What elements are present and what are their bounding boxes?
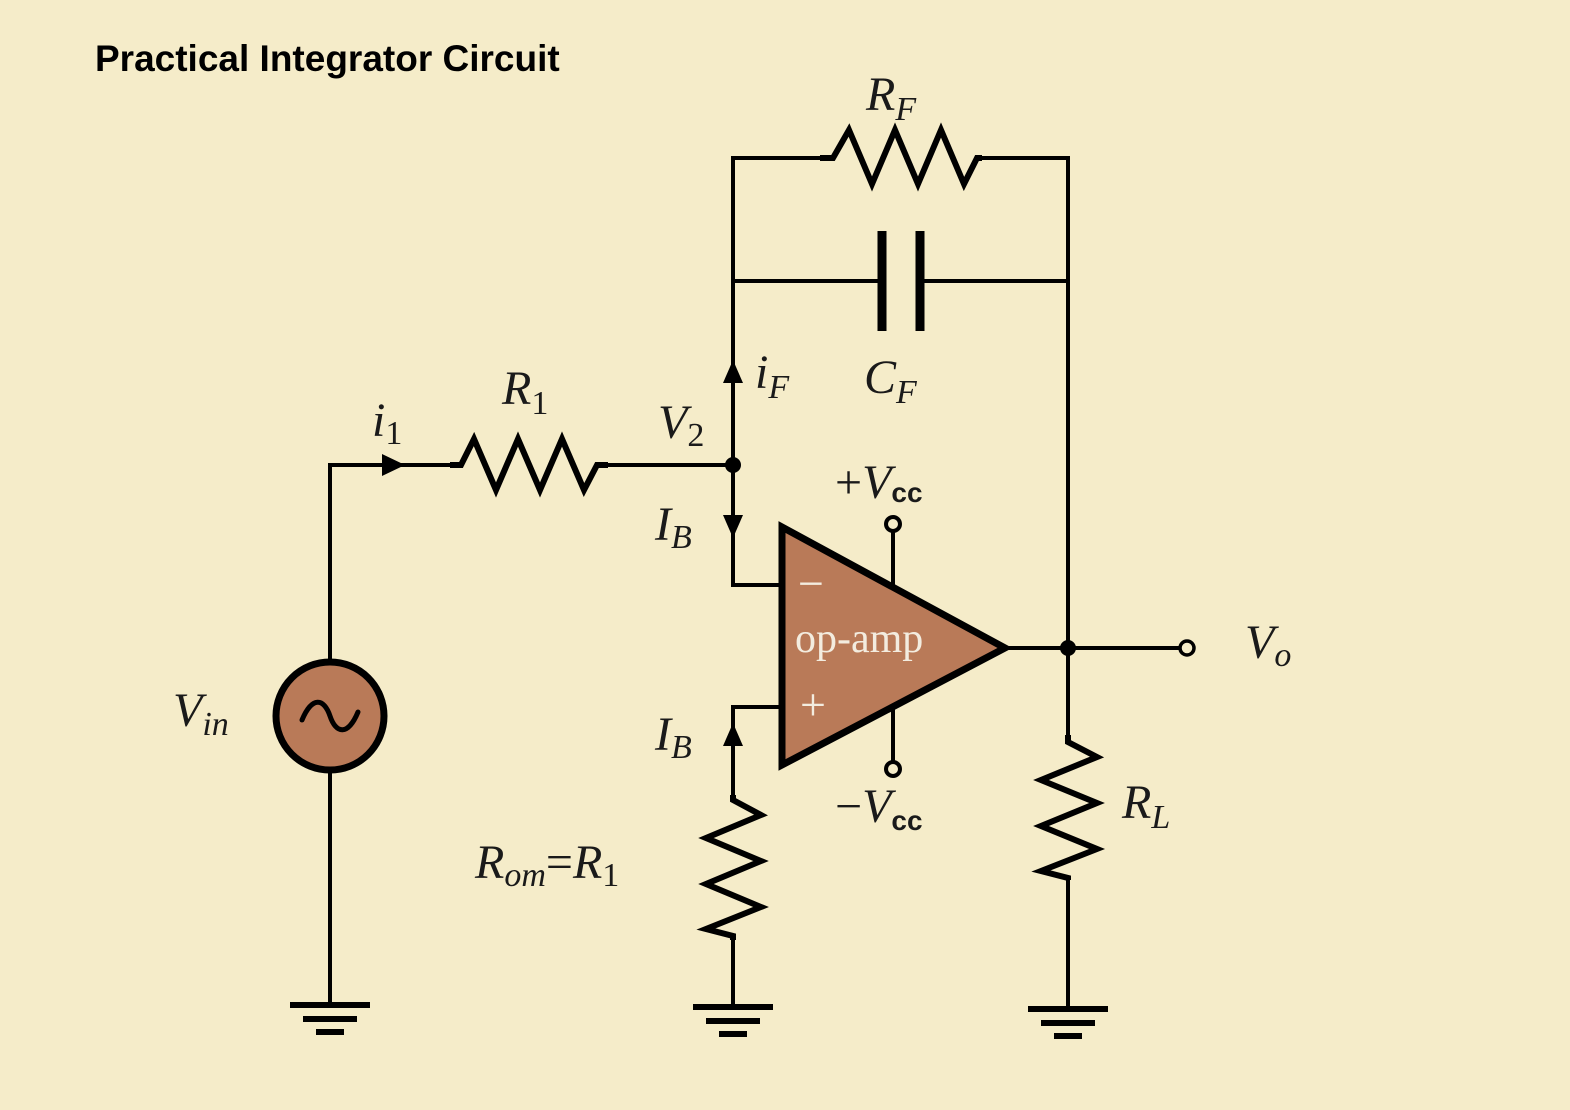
resistor-rl	[1031, 735, 1106, 881]
label-cf: CF	[864, 351, 918, 411]
terminal-vcc-pos	[884, 515, 902, 533]
label-rom: Rom=R1	[474, 836, 619, 894]
ac-source-vin	[272, 658, 388, 774]
label-vcc-neg: −Vcc	[835, 780, 923, 836]
wire-noninverting-to-rom	[731, 705, 782, 795]
arrow-if	[723, 360, 743, 383]
op-amp-minus-sign: −	[798, 558, 824, 609]
label-i1: i1	[372, 394, 402, 452]
node-v2	[725, 457, 741, 473]
label-vin: Vin	[173, 684, 229, 743]
label-rf: RF	[865, 68, 917, 128]
node-output	[1060, 640, 1076, 656]
wire-vin-to-r1	[328, 463, 450, 665]
ground-vin	[290, 1002, 370, 1035]
wires	[328, 156, 1180, 1008]
arrow-i1	[382, 454, 405, 476]
resistor-rom	[696, 795, 769, 940]
wire-rf-right	[982, 156, 1070, 648]
terminal-vo	[1178, 639, 1196, 657]
terminal-vcc-neg	[884, 760, 902, 778]
resistor-rf	[820, 122, 982, 192]
wire-node-to-inverting	[731, 465, 782, 587]
op-amp-label: op-amp	[795, 616, 923, 662]
wire-feedback-left	[731, 156, 820, 465]
arrow-ib-top	[723, 515, 743, 538]
label-vcc-pos: +Vcc	[835, 456, 923, 509]
sine-wave-icon	[299, 699, 361, 733]
op-amp-plus-sign: +	[800, 679, 826, 730]
ground-rl	[1028, 1006, 1108, 1039]
label-if: iF	[755, 346, 790, 406]
label-ib-top: IB	[654, 498, 692, 556]
capacitor-cf	[877, 231, 925, 331]
label-ib-bottom: IB	[654, 708, 692, 766]
arrow-ib-bottom	[723, 723, 743, 746]
label-vo: Vo	[1245, 616, 1291, 674]
op-amp-triangle	[778, 521, 1013, 771]
label-rl: RL	[1121, 776, 1170, 836]
label-r1: R1	[501, 362, 548, 422]
label-v2: V2	[658, 396, 704, 454]
ground-rom	[693, 1004, 773, 1037]
op-amp: − + op-amp	[778, 521, 1013, 771]
diagram-title: Practical Integrator Circuit	[95, 38, 560, 79]
resistor-r1	[450, 431, 608, 498]
